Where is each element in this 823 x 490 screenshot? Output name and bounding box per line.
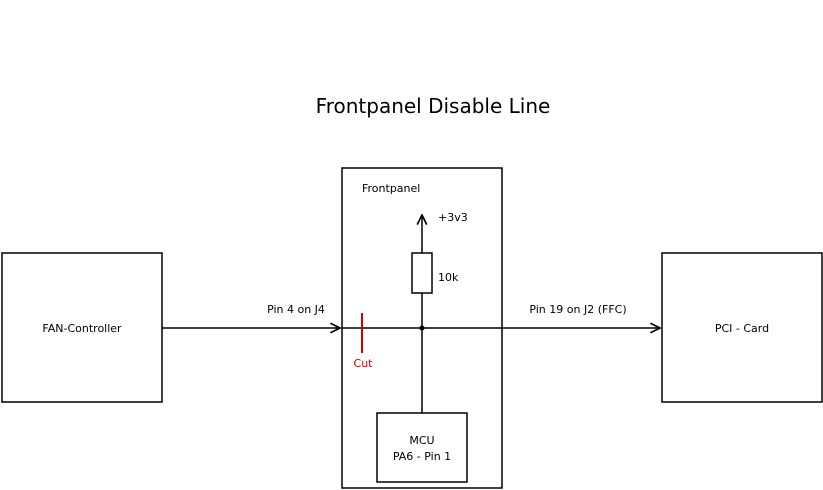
resistor-label: 10k bbox=[438, 271, 459, 284]
pin-j4-label: Pin 4 on J4 bbox=[267, 303, 325, 316]
fan-controller-label: FAN-Controller bbox=[42, 322, 122, 335]
pin-j2-label: Pin 19 on J2 (FFC) bbox=[529, 303, 626, 316]
mcu-label: MCU bbox=[409, 434, 434, 447]
frontpanel-label: Frontpanel bbox=[362, 182, 420, 195]
cut-label: Cut bbox=[354, 357, 374, 370]
mcu-box bbox=[376, 412, 468, 483]
diagram-title: Frontpanel Disable Line bbox=[316, 94, 551, 118]
fan-controller-box bbox=[1, 252, 163, 403]
pci-card-label: PCI - Card bbox=[715, 322, 769, 335]
supply-label: +3v3 bbox=[438, 211, 468, 224]
mcu-pin-label: PA6 - Pin 1 bbox=[393, 450, 451, 463]
resistor-10k bbox=[411, 252, 433, 294]
pci-card-box bbox=[661, 252, 823, 403]
